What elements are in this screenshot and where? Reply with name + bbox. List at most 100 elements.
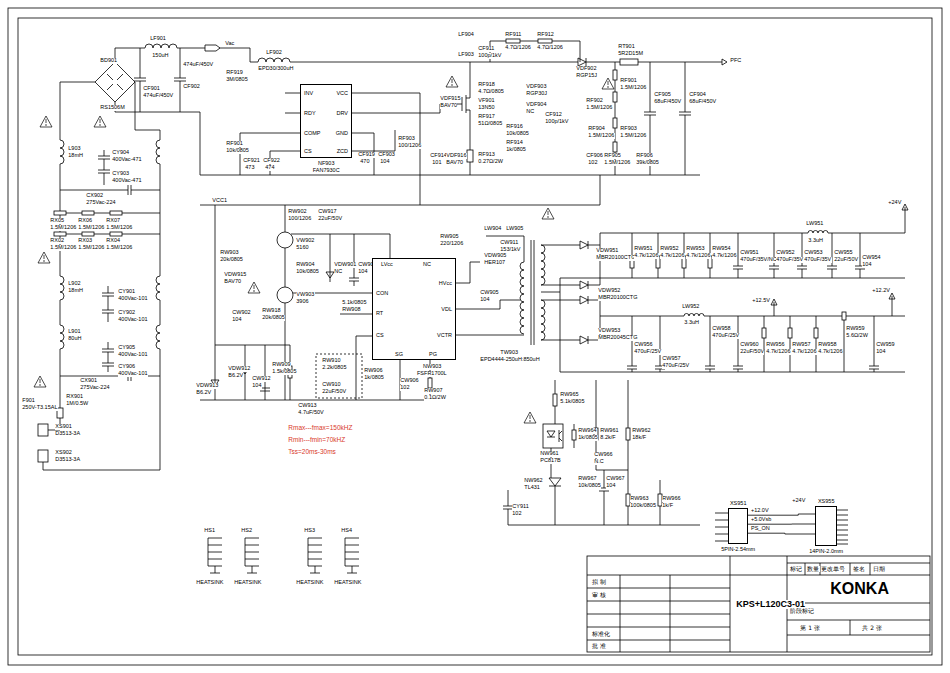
- component-label: CW953: [804, 250, 823, 256]
- component-label: 4.7Ω/0805: [478, 89, 504, 95]
- component-label: 1.5M/1206: [620, 85, 647, 91]
- title-block-text: 第 1 张: [800, 625, 820, 631]
- part-name: FSFR1700L: [417, 371, 447, 377]
- component-label: RW905: [440, 234, 459, 240]
- title-block-text: 拟 制: [592, 579, 607, 585]
- pin-name: CON: [376, 291, 388, 297]
- component-label: PC817B: [540, 458, 561, 464]
- component-label: VDF916: [446, 153, 467, 159]
- component-label: RW963: [630, 496, 649, 502]
- component-label: 1.5M/1206: [106, 225, 133, 231]
- component-label: BD901: [100, 58, 117, 64]
- component-label: RW904: [296, 262, 315, 268]
- component-label: EPD30/300uH: [258, 66, 294, 72]
- component-label: 100/1206: [288, 216, 312, 222]
- component-label: 275Vac-224: [80, 385, 110, 391]
- title-block-text: 批 准: [592, 643, 607, 649]
- pin-name: ZCD: [337, 149, 348, 155]
- component-label: 104: [876, 349, 886, 355]
- component-label: HS4: [341, 528, 352, 534]
- component-label: 4.7k/1206: [634, 253, 659, 259]
- pin-name: LVcc: [381, 262, 393, 268]
- component-label: 104: [252, 383, 262, 389]
- component-label: RW965: [560, 392, 579, 398]
- component-label: D3513-3A: [55, 457, 80, 463]
- component-label: 1k/0805: [578, 435, 598, 441]
- component-label: 5160: [296, 245, 309, 251]
- component-label: RT901: [618, 44, 635, 50]
- component-label: RW957: [792, 342, 811, 348]
- component-label: BAV70: [224, 279, 241, 285]
- component-label: VDF904: [526, 102, 547, 108]
- component-label: RX05: [50, 218, 64, 224]
- component-label: 104: [862, 262, 872, 268]
- component-label: 104: [606, 483, 616, 489]
- component-label: 4.7k/1206: [766, 349, 791, 355]
- component-label: RW953: [686, 246, 705, 252]
- component-label: RW951: [634, 246, 653, 252]
- component-label: 104: [358, 269, 368, 275]
- component-label: HS2: [241, 528, 252, 534]
- pin-name: CS: [376, 333, 384, 339]
- component-label: 102: [400, 385, 410, 391]
- component-label: B6.2V: [228, 373, 244, 379]
- component-label: RF914: [506, 140, 523, 146]
- component-label: RF903: [398, 136, 415, 142]
- component-label: 474uF/450V: [143, 93, 174, 99]
- component-label: 4.7uF/50V: [298, 410, 324, 416]
- component-label: CF912: [545, 112, 562, 118]
- component-label: 18mH: [68, 288, 83, 294]
- component-label: 10k/0805: [226, 148, 249, 154]
- component-label: 2.2k/0805: [322, 365, 347, 371]
- component-label: CF919: [358, 152, 375, 158]
- component-label: CW966: [594, 452, 613, 458]
- component-label: 1.5M/1206: [78, 225, 105, 231]
- component-label: 400Vac-471: [112, 157, 142, 163]
- component-label: 51Ω/0805: [478, 121, 503, 127]
- pin-name: CS: [304, 149, 312, 155]
- component-label: 250V-T3.15AL: [22, 405, 58, 411]
- component-label: VDW901: [334, 262, 357, 268]
- signal-name: +5.0Vsb: [751, 517, 771, 523]
- pin-name: VDL: [441, 307, 452, 313]
- component-label: VDW913: [196, 383, 219, 389]
- component-label: VDW952: [598, 288, 621, 294]
- component-label: VDW951: [596, 248, 619, 254]
- component-label: 220/1206: [440, 241, 464, 247]
- component-label: 470uF/25V: [634, 349, 662, 355]
- component-label: 1.5M/1206: [78, 245, 105, 251]
- component-label: L901: [68, 329, 81, 335]
- component-label: 4.7k/1206: [712, 253, 737, 259]
- component-label: 5.6Ω/2W: [846, 333, 868, 339]
- component-label: 1.5M/1206: [50, 245, 77, 251]
- component-label: 3906: [296, 299, 309, 305]
- component-label: CW905: [480, 290, 499, 296]
- component-label: 102: [512, 511, 522, 517]
- component-label: CF904: [689, 92, 706, 98]
- component-label: 4.7Ω/1206: [537, 45, 563, 51]
- component-label: LF903: [458, 52, 474, 58]
- component-label: RW902: [288, 209, 307, 215]
- component-label: CY901: [118, 289, 135, 295]
- component-label: RW952: [660, 246, 679, 252]
- component-label: CF921: [243, 158, 260, 164]
- component-label: 22uF/50V: [740, 349, 764, 355]
- component-label: RW961: [600, 428, 619, 434]
- component-label: VDF915: [440, 96, 461, 102]
- component-label: CW906: [400, 378, 419, 384]
- pin-name: INV: [304, 91, 313, 97]
- component-label: CW902: [232, 310, 251, 316]
- part-name: 14PIN-2.0mm: [809, 549, 843, 555]
- component-label: L902: [68, 281, 81, 287]
- component-label: 470uF/25V: [712, 333, 740, 339]
- component-label: 5R2D15M: [618, 51, 643, 57]
- component-label: +12.5V: [752, 298, 770, 304]
- component-label: VDF902: [576, 66, 597, 72]
- component-label: 101: [432, 160, 442, 166]
- pin-name: RDY: [304, 111, 316, 117]
- component-label: 1k/0805: [364, 375, 384, 381]
- component-label: RX02: [50, 238, 64, 244]
- component-label: 400Vac-471: [112, 178, 142, 184]
- component-label: 100p/1kV: [478, 53, 502, 59]
